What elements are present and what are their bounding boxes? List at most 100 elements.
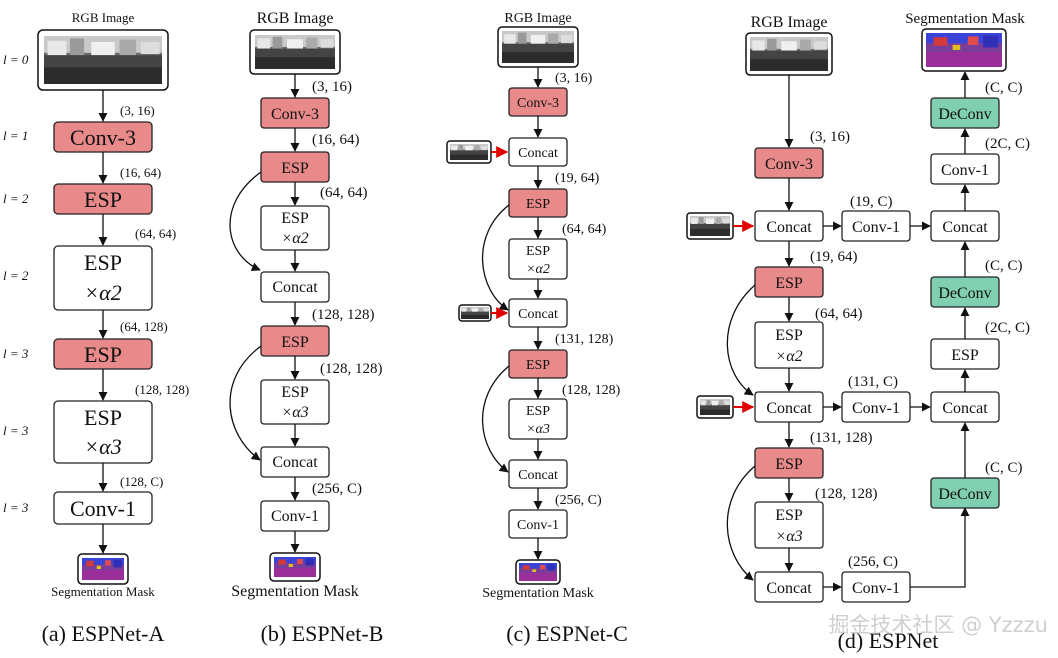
dim-label: (256, C) bbox=[555, 493, 602, 508]
dim-label: (64, 64) bbox=[320, 185, 368, 201]
input-thumb-image bbox=[700, 399, 730, 415]
block-label: Conv-3 bbox=[765, 156, 813, 173]
panel-d-rgb-image bbox=[750, 37, 828, 71]
level-label: l = 3 bbox=[3, 500, 29, 515]
panel-b-rgb-image bbox=[255, 35, 335, 69]
dim-label: (131, C) bbox=[848, 374, 898, 390]
dim-label: (128, C) bbox=[120, 474, 163, 489]
level-label: l = 3 bbox=[3, 423, 29, 438]
block-label: ESP bbox=[84, 405, 122, 430]
watermark-text: 掘金技术社区 @ Yzzzu bbox=[828, 613, 1048, 637]
dim-label: (3, 16) bbox=[312, 79, 352, 95]
panel-b-seg-image bbox=[274, 557, 316, 577]
panel-c-rgb-label: RGB Image bbox=[504, 11, 571, 26]
block-label: Concat bbox=[942, 400, 988, 417]
block-label: ESP bbox=[775, 275, 803, 292]
panel-a-seg-image bbox=[82, 558, 124, 580]
panel-a-caption: (a) ESPNet-A bbox=[42, 621, 165, 646]
block-label: Concat bbox=[518, 468, 558, 483]
block-label: ESP bbox=[526, 197, 550, 212]
block-multiplier: ×α3 bbox=[281, 404, 308, 421]
block-label: ESP bbox=[281, 384, 309, 401]
level-label: l = 2 bbox=[3, 268, 29, 283]
block-label: Concat bbox=[766, 580, 812, 597]
panel-c-seg-label: Segmentation Mask bbox=[482, 586, 594, 601]
dim-label: (256, C) bbox=[312, 481, 362, 497]
panel-a-rgb-image bbox=[44, 36, 162, 84]
block-multiplier: ×α3 bbox=[775, 528, 802, 545]
dim-label: (3, 16) bbox=[555, 71, 593, 86]
panel-d-mask-label: Segmentation Mask bbox=[905, 11, 1025, 27]
block-label: Conv-3 bbox=[70, 125, 136, 150]
block-label: Concat bbox=[518, 146, 558, 161]
block-label: Conv-1 bbox=[517, 518, 559, 533]
block-label: Conv-1 bbox=[70, 496, 136, 521]
panel-a-seg-label: Segmentation Mask bbox=[51, 584, 155, 599]
block-label: Concat bbox=[272, 454, 318, 471]
panel-c-seg-image bbox=[519, 563, 557, 581]
dim-label: (19, 64) bbox=[555, 171, 600, 186]
dim-label: (128, 128) bbox=[135, 382, 189, 397]
panel-b-seg-label: Segmentation Mask bbox=[231, 583, 359, 600]
block-multiplier: ×α2 bbox=[526, 262, 550, 277]
block-multiplier: ×α2 bbox=[84, 280, 121, 305]
block-multiplier: ×α2 bbox=[281, 230, 308, 247]
input-thumb-image bbox=[461, 307, 489, 319]
dim-label: (C, C) bbox=[985, 258, 1023, 274]
dim-label: (16, 64) bbox=[120, 165, 161, 180]
block-label: Conv-1 bbox=[941, 162, 989, 179]
block-label: ESP bbox=[281, 160, 309, 177]
block-label: Conv-1 bbox=[852, 400, 900, 417]
dim-label: (128, 128) bbox=[815, 486, 878, 502]
block-label: ESP bbox=[526, 404, 550, 419]
input-thumb-image bbox=[450, 144, 488, 160]
block-label: ESP bbox=[775, 507, 803, 524]
block-label: DeConv bbox=[938, 106, 991, 123]
dim-label: (C, C) bbox=[985, 80, 1023, 96]
block-label: ESP bbox=[84, 250, 122, 275]
block-label: ESP bbox=[281, 334, 309, 351]
panel-d-rgb-label: RGB Image bbox=[751, 14, 828, 31]
block-label: Concat bbox=[272, 279, 318, 296]
block-label: ESP bbox=[775, 327, 803, 344]
level-label: l = 3 bbox=[3, 346, 29, 361]
block-label: ESP bbox=[526, 358, 550, 373]
panel-b: RGB Image (3, 16) Conv-3 (16, 64) ESP (6… bbox=[229, 10, 383, 646]
block-label: Concat bbox=[942, 219, 988, 236]
block-label: ESP bbox=[951, 347, 979, 364]
block-label: ESP bbox=[84, 187, 122, 212]
block-label: Conv-3 bbox=[271, 106, 319, 123]
dim-label: (19, C) bbox=[850, 194, 893, 210]
block-label: ESP bbox=[526, 244, 550, 259]
panel-d-seg-image bbox=[926, 33, 1002, 67]
dim-label: (64, 64) bbox=[815, 306, 863, 322]
dim-label: (131, 128) bbox=[810, 430, 873, 446]
panel-a: RGB Image l = 0 l = 1 l = 2 l = 2 l = 3 … bbox=[3, 10, 189, 646]
dim-label: (64, 64) bbox=[562, 222, 607, 237]
panel-c: RGB Image (3, 16) Conv-3 Concat (19, 64)… bbox=[446, 11, 628, 646]
dim-label: (128, 128) bbox=[562, 383, 621, 398]
block-label: Concat bbox=[518, 307, 558, 322]
input-thumb-image bbox=[690, 216, 730, 236]
block-label: Conv-1 bbox=[852, 580, 900, 597]
dim-label: (128, 128) bbox=[320, 361, 383, 377]
panel-a-rgb-label: RGB Image bbox=[72, 10, 135, 25]
dim-label: (3, 16) bbox=[810, 129, 850, 145]
level-label: l = 0 bbox=[3, 52, 29, 67]
block-multiplier: ×α2 bbox=[775, 348, 802, 365]
dim-label: (3, 16) bbox=[120, 103, 155, 118]
block-label: DeConv bbox=[938, 285, 991, 302]
block-label: ESP bbox=[281, 210, 309, 227]
block-label: DeConv bbox=[938, 486, 991, 503]
dim-label: (64, 64) bbox=[135, 226, 176, 241]
block-label: ESP bbox=[775, 456, 803, 473]
dim-label: (2C, C) bbox=[985, 320, 1030, 336]
block-label: Concat bbox=[766, 219, 812, 236]
dim-label: (64, 128) bbox=[120, 319, 168, 334]
block-label: ESP bbox=[84, 342, 122, 367]
dim-label: (131, 128) bbox=[555, 332, 614, 347]
block-label: Conv-3 bbox=[517, 96, 559, 111]
level-label: l = 1 bbox=[3, 128, 28, 143]
panel-c-caption: (c) ESPNet-C bbox=[506, 621, 628, 646]
